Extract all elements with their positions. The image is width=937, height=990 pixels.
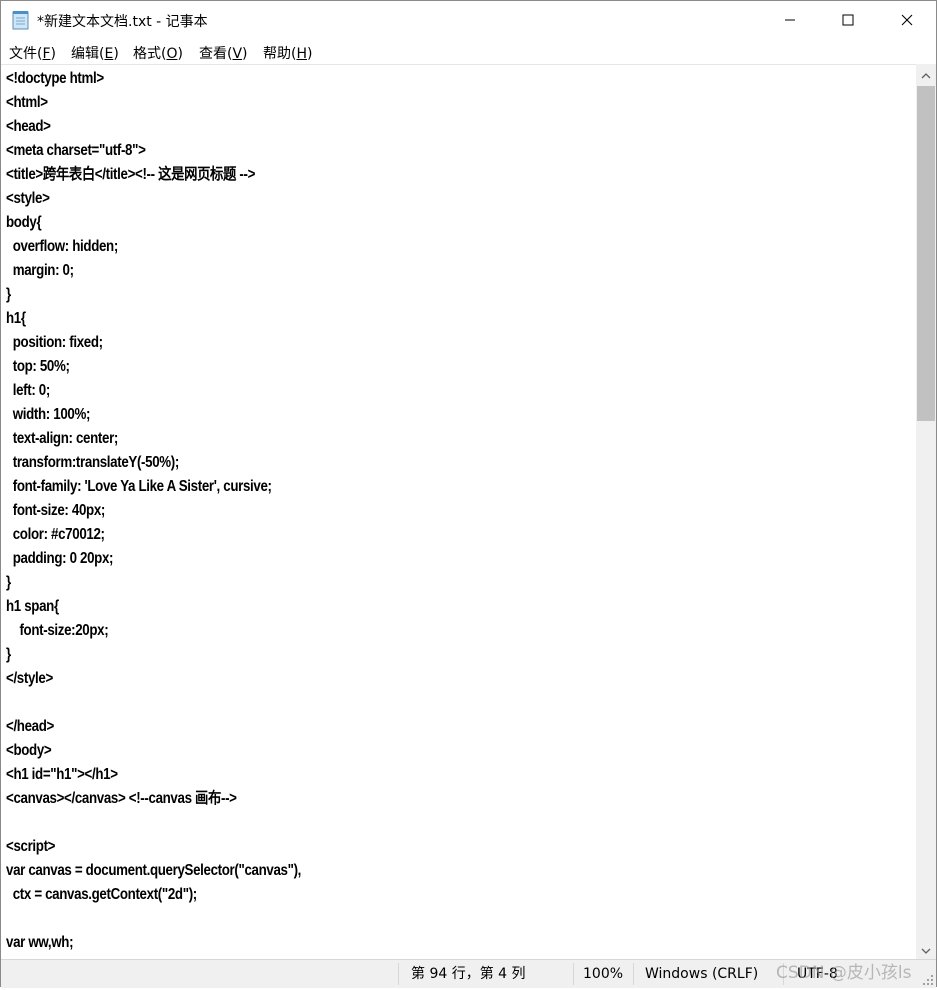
menu-bar: 文件(F) 编辑(E) 格式(O) 查看(V) 帮助(H)	[1, 39, 936, 64]
code-line	[6, 811, 301, 835]
encoding: UTF-8	[797, 966, 838, 982]
code-line: <body>	[6, 742, 52, 759]
maximize-icon	[842, 11, 854, 30]
code-line: body{	[6, 214, 42, 231]
code-line: h1{	[6, 310, 26, 327]
code-line: var ww,wh;	[6, 934, 74, 951]
menu-format[interactable]: 格式(O)	[133, 46, 183, 62]
code-line: </style>	[6, 670, 53, 687]
csdn-watermark: CSDN @皮小孩ls	[776, 963, 912, 983]
code-line: font-size: 40px;	[6, 502, 106, 519]
editor-content: <!doctype html> <html> <head> <meta charset…	[6, 67, 301, 955]
window-title: *新建文本文档.txt - 记事本	[37, 14, 208, 30]
notepad-icon	[12, 10, 30, 30]
code-line: }	[6, 574, 11, 591]
minimize-icon	[784, 11, 796, 30]
code-line: var canvas = document.querySelector("can…	[6, 862, 302, 879]
code-line: <meta charset="utf-8">	[6, 142, 146, 159]
close-button[interactable]	[878, 1, 936, 39]
zoom-level: 100%	[583, 966, 624, 982]
code-line: <html>	[6, 94, 48, 111]
cursor-position: 第 94 行，第 4 列	[411, 966, 526, 982]
code-line: <title>跨年表白</title><!-- 这是网页标题 -->	[6, 166, 256, 183]
code-line: h1 span{	[6, 598, 59, 615]
maximize-button[interactable]	[819, 1, 877, 39]
resize-grip-icon[interactable]	[922, 974, 934, 986]
code-line: <style>	[6, 190, 50, 207]
code-line: <head>	[6, 118, 51, 135]
scroll-up-button[interactable]	[916, 64, 936, 84]
code-line: overflow: hidden;	[6, 238, 119, 255]
code-line: text-align: center;	[6, 430, 119, 447]
code-line: ctx = canvas.getContext("2d");	[6, 886, 198, 903]
code-line: <canvas></canvas> <!--canvas 画布-->	[6, 790, 237, 807]
code-line: padding: 0 20px;	[6, 550, 114, 567]
code-line: margin: 0;	[6, 262, 74, 279]
code-line: <script>	[6, 838, 56, 855]
vertical-scrollbar[interactable]	[916, 64, 936, 959]
minimize-button[interactable]	[761, 1, 819, 39]
code-line: <!doctype html>	[6, 70, 104, 87]
code-line: </head>	[6, 718, 54, 735]
code-line: }	[6, 286, 11, 303]
status-divider	[633, 963, 634, 985]
status-divider	[783, 963, 784, 985]
menu-view[interactable]: 查看(V)	[199, 46, 248, 62]
menu-edit[interactable]: 编辑(E)	[71, 46, 119, 62]
code-line: color: #c70012;	[6, 526, 105, 543]
close-icon	[901, 11, 913, 30]
text-editor[interactable]: <!doctype html> <html> <head> <meta charset…	[1, 64, 916, 960]
chevron-up-icon	[921, 65, 931, 84]
scrollbar-thumb[interactable]	[917, 86, 935, 421]
scroll-down-button[interactable]	[916, 939, 936, 959]
status-bar: 第 94 行，第 4 列 100% Windows (CRLF) UTF-8	[1, 959, 936, 988]
status-divider	[573, 963, 574, 985]
menu-help[interactable]: 帮助(H)	[263, 46, 313, 62]
code-line: font-family: 'Love Ya Like A Sister', cu…	[6, 478, 272, 495]
code-line: transform:translateY(-50%);	[6, 454, 180, 471]
code-line	[6, 907, 301, 931]
line-ending: Windows (CRLF)	[645, 966, 759, 982]
code-line: <h1 id="h1"></h1>	[6, 766, 118, 783]
code-line: font-size:20px;	[6, 622, 109, 639]
code-line: position: fixed;	[6, 334, 103, 351]
status-divider	[398, 963, 399, 985]
code-line: }	[6, 646, 11, 663]
code-line: left: 0;	[6, 382, 51, 399]
chevron-down-icon	[921, 940, 931, 959]
code-line: width: 100%;	[6, 406, 91, 423]
menu-file[interactable]: 文件(F)	[9, 46, 56, 62]
title-bar[interactable]: *新建文本文档.txt - 记事本	[1, 1, 936, 39]
code-line: top: 50%;	[6, 358, 70, 375]
code-line	[6, 691, 301, 715]
